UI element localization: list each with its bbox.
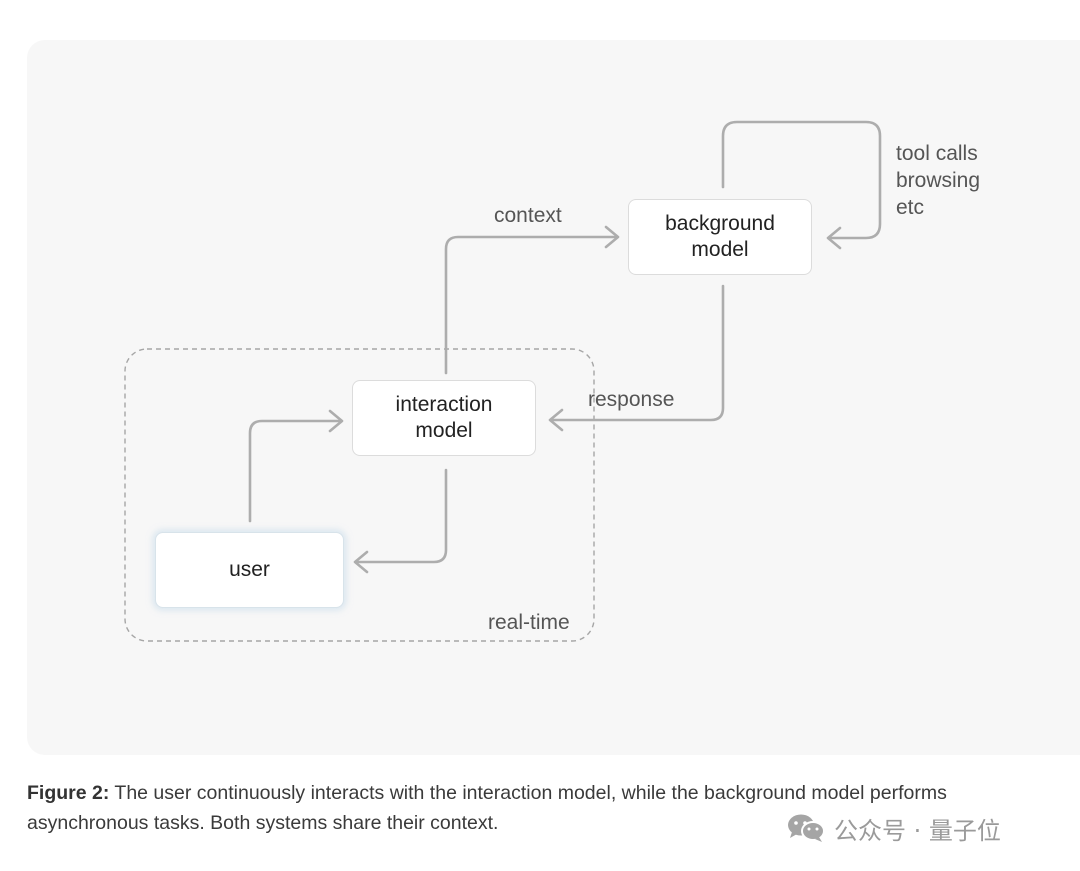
arrow-interaction-to-user	[355, 468, 448, 564]
watermark: 公众号 · 量子位	[786, 810, 1001, 846]
arrow-loop	[721, 120, 882, 240]
arrow-response	[550, 284, 725, 422]
figure-label: Figure 2:	[27, 782, 110, 804]
watermark-text: 公众号 · 量子位	[834, 816, 1001, 845]
caption-text: The user continuously interacts with the…	[27, 782, 947, 834]
background-model-node: background model	[628, 199, 812, 275]
diagram-panel	[27, 40, 1080, 755]
response-label: response	[588, 388, 675, 411]
arrow-context	[444, 235, 618, 375]
arrowhead-interaction-to-user	[353, 550, 369, 574]
context-label: context	[494, 204, 562, 227]
arrowhead-response	[548, 408, 564, 432]
arrowhead-user-to-interaction	[328, 409, 344, 433]
loop-label: tool calls browsing etc	[896, 142, 981, 219]
arrow-user-to-interaction	[248, 419, 342, 523]
arrowhead-context	[604, 225, 620, 249]
interaction-model-node: interaction model	[352, 380, 536, 456]
figure-caption: Figure 2: The user continuously interact…	[27, 778, 1067, 838]
arrowhead-loop	[826, 226, 842, 250]
real-time-group-border	[124, 348, 595, 642]
wechat-icon	[788, 814, 825, 842]
user-node: user	[155, 532, 344, 608]
real-time-label: real-time	[488, 611, 570, 634]
